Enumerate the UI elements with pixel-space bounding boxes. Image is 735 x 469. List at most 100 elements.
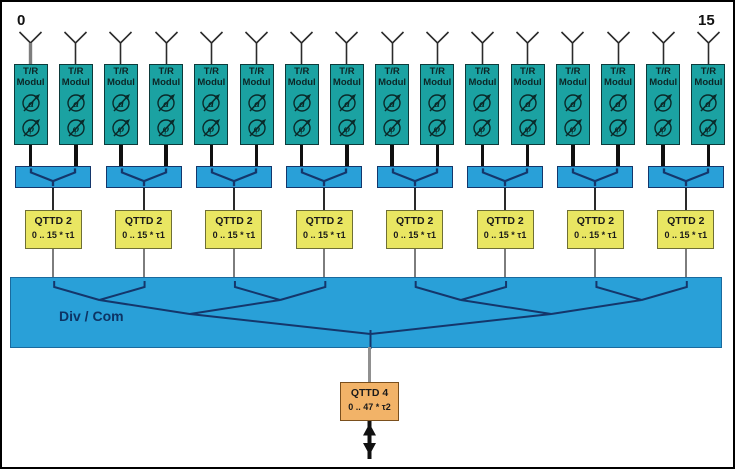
variable-attenuator-icon: a <box>383 93 402 112</box>
element-column: T/R Modul a φ <box>189 30 234 166</box>
qttd4-title: QTTD 4 <box>350 387 389 399</box>
tr-module: T/R Modul a φ <box>103 64 138 145</box>
qttd2-divcom-link <box>594 249 597 277</box>
tr-module: T/R Modul a φ <box>465 64 500 145</box>
combiner-qttd2-link <box>52 188 55 210</box>
variable-phase-shifter-icon: φ <box>609 118 628 137</box>
tr-combiner-link <box>571 145 575 166</box>
qttd4-box: QTTD 4 0 .. 47 * τ2 <box>340 382 399 421</box>
combiner-2to1 <box>105 166 182 188</box>
element-column: T/R Modul a φ <box>460 30 505 166</box>
tr-module-label-2: Modul <box>152 76 181 88</box>
qttd2-title: QTTD 2 <box>486 215 524 227</box>
tr-module: T/R Modul a φ <box>149 64 184 145</box>
variable-phase-shifter-icon: φ <box>67 118 85 137</box>
tr-module-label-1: T/R <box>248 66 265 77</box>
qttd2-title: QTTD 2 <box>667 215 705 227</box>
combiner-icon <box>481 168 529 187</box>
variable-attenuator-icon: a <box>21 93 40 112</box>
variable-attenuator-icon: a <box>202 93 221 112</box>
antenna-icon <box>516 31 540 64</box>
variable-phase-shifter-icon: φ <box>473 118 492 137</box>
antenna-icon <box>154 31 178 64</box>
tr-module: T/R Modul a φ <box>329 64 364 145</box>
qttd2-divcom-link <box>684 249 687 277</box>
tr-module-label-2: Modul <box>604 76 633 88</box>
qttd2-range: 0 .. 15 * τ1 <box>122 230 165 240</box>
combiner-icon <box>572 168 619 187</box>
tr-module-label-2: Modul <box>332 76 361 88</box>
tr-module: T/R Modul a φ <box>420 64 455 145</box>
qttd2-range: 0 .. 15 * τ1 <box>664 230 708 240</box>
element-index-last: 15 <box>698 12 715 29</box>
variable-attenuator-icon: a <box>293 93 311 112</box>
combiner-qttd2-link <box>504 188 507 210</box>
qttd2-box: QTTD 2 0 .. 15 * τ1 <box>205 210 263 249</box>
tr-module-label-1: T/R <box>339 66 355 77</box>
element-column: T/R Modul a φ <box>53 30 98 166</box>
element-pair: T/R Modul a φ <box>370 30 460 166</box>
tr-module: T/R Modul a φ <box>194 64 229 145</box>
combiner-icon <box>301 168 348 187</box>
tr-module-label-2: Modul <box>423 76 452 88</box>
subarray-group: T/R Modul a φ <box>641 30 731 277</box>
element-column: T/R Modul a φ <box>234 30 279 166</box>
subarray-group: T/R Modul a φ <box>98 30 188 277</box>
variable-attenuator-icon: a <box>564 93 582 112</box>
tr-module-label-1: T/R <box>294 66 310 77</box>
element-pair: T/R Modul a φ <box>550 30 640 166</box>
qttd2-box: QTTD 2 0 .. 15 * τ1 <box>386 210 444 249</box>
element-column: T/R Modul a φ <box>370 30 415 166</box>
antenna-icon <box>64 31 88 64</box>
variable-attenuator-icon: a <box>157 93 176 112</box>
element-column: T/R Modul a φ <box>324 30 369 166</box>
combiner-qttd2-link <box>413 188 416 210</box>
tr-combiner-link <box>525 145 530 166</box>
antenna-icon <box>19 31 43 64</box>
tr-combiner-link <box>74 145 78 166</box>
combiner-icon <box>391 168 438 187</box>
element-column: T/R Modul a φ <box>279 30 324 166</box>
qttd2-range: 0 .. 15 * τ1 <box>393 230 436 240</box>
qttd2-divcom-link <box>323 249 326 277</box>
subarray-group: T/R Modul a φ <box>8 30 98 277</box>
qttd2-range: 0 .. 15 * τ1 <box>483 230 527 240</box>
tr-combiner-link <box>254 145 259 166</box>
tr-combiner-link <box>299 145 304 166</box>
variable-attenuator-icon: a <box>67 93 85 112</box>
qttd2-box: QTTD 2 0 .. 15 * τ1 <box>657 210 715 249</box>
combiner-qttd2-link <box>684 188 687 210</box>
antenna-icon <box>109 31 133 64</box>
qttd2-title: QTTD 2 <box>576 215 615 227</box>
combiner-qttd2-link <box>594 188 597 210</box>
variable-attenuator-icon: a <box>112 93 130 112</box>
variable-phase-shifter-icon: φ <box>247 118 266 137</box>
tr-module-label-2: Modul <box>287 76 316 88</box>
subarray-group: T/R Modul a φ <box>370 30 460 277</box>
divider-tree-icon <box>53 281 688 349</box>
variable-phase-shifter-icon: φ <box>518 118 537 137</box>
variable-attenuator-icon: a <box>699 93 718 112</box>
tr-module-label-1: T/R <box>565 66 581 77</box>
subarray-group: T/R Modul a φ <box>279 30 369 277</box>
tr-module: T/R Modul a φ <box>13 64 48 145</box>
qttd2-range: 0 .. 15 * τ1 <box>31 230 75 240</box>
tr-combiner-link <box>706 145 711 166</box>
tr-module: T/R Modul a φ <box>375 64 410 145</box>
tr-module: T/R Modul a φ <box>691 64 726 145</box>
antenna-icon <box>425 31 449 64</box>
variable-attenuator-icon: a <box>473 93 492 112</box>
variable-attenuator-icon: a <box>609 93 628 112</box>
variable-phase-shifter-icon: φ <box>564 118 582 137</box>
tr-combiner-link <box>164 145 168 166</box>
element-column: T/R Modul a φ <box>550 30 595 166</box>
element-index-first: 0 <box>17 12 26 29</box>
tr-combiner-link <box>480 145 485 166</box>
combiner-2to1 <box>195 166 272 188</box>
variable-attenuator-icon: a <box>247 93 266 112</box>
tr-module-label-2: Modul <box>468 76 497 88</box>
antenna-icon <box>244 31 269 64</box>
variable-phase-shifter-icon: φ <box>338 118 356 137</box>
tr-combiner-link <box>390 145 394 166</box>
antenna-icon <box>561 31 585 64</box>
